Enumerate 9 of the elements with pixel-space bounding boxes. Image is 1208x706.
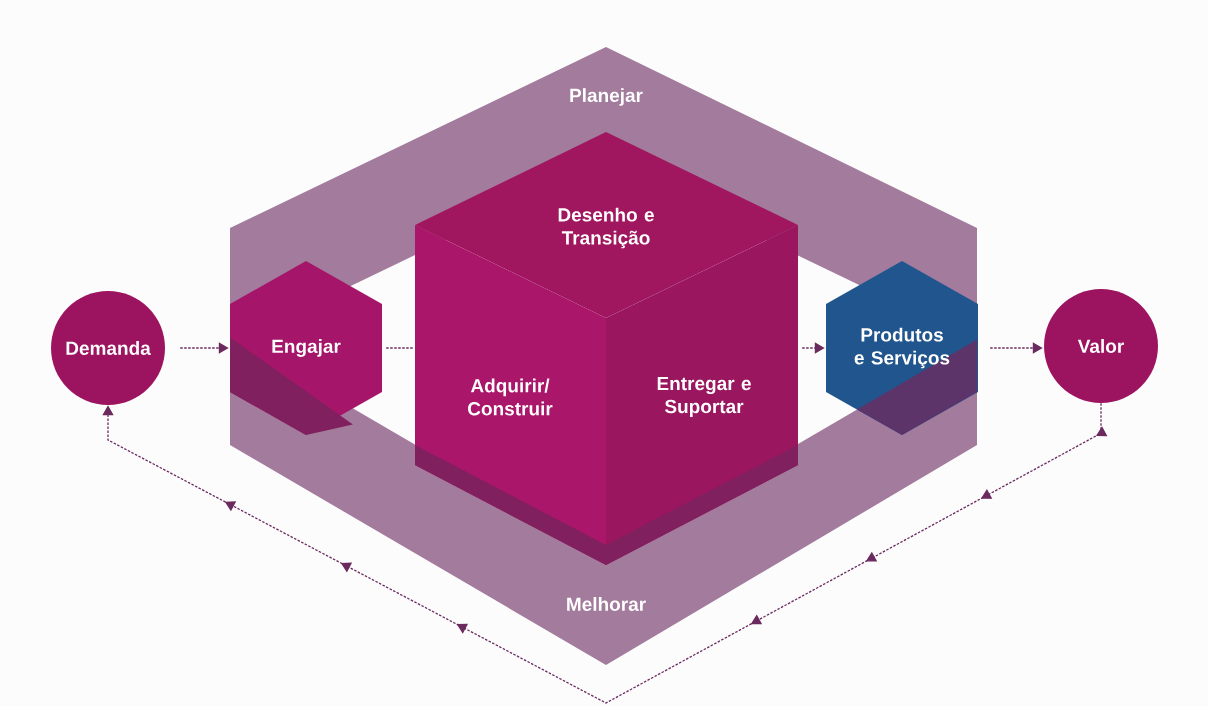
band-label: Planejar — [570, 88, 643, 106]
arrow — [102, 402, 1108, 704]
hexagon: Engajar — [230, 261, 382, 435]
arrow — [989, 342, 1043, 354]
hexagon: Produtos e Serviços — [826, 261, 978, 435]
band-label: Melhorar — [567, 597, 646, 611]
arrow — [801, 342, 825, 354]
cube-top-face: Desenho e Transição — [415, 132, 798, 318]
arrow — [179, 342, 229, 354]
